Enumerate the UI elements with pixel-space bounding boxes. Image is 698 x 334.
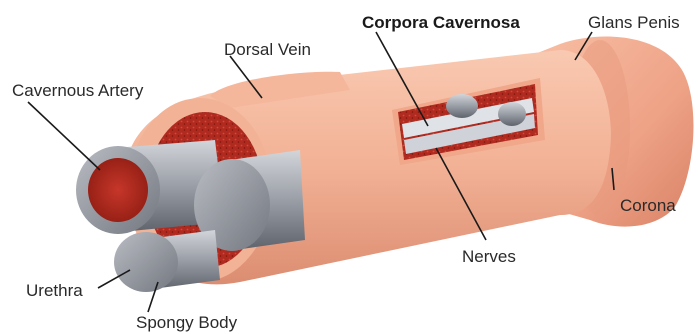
label-corona: Corona: [620, 196, 676, 215]
label-corpora-cavernosa: Corpora Cavernosa: [362, 13, 520, 32]
label-dorsal-vein: Dorsal Vein: [224, 40, 311, 59]
leader-cavernous-artery: [28, 102, 100, 170]
label-glans-penis: Glans Penis: [588, 13, 680, 32]
label-cavernous-artery: Cavernous Artery: [12, 81, 144, 100]
label-urethra: Urethra: [26, 281, 83, 300]
label-nerves: Nerves: [462, 247, 516, 266]
label-spongy-body: Spongy Body: [136, 313, 238, 332]
